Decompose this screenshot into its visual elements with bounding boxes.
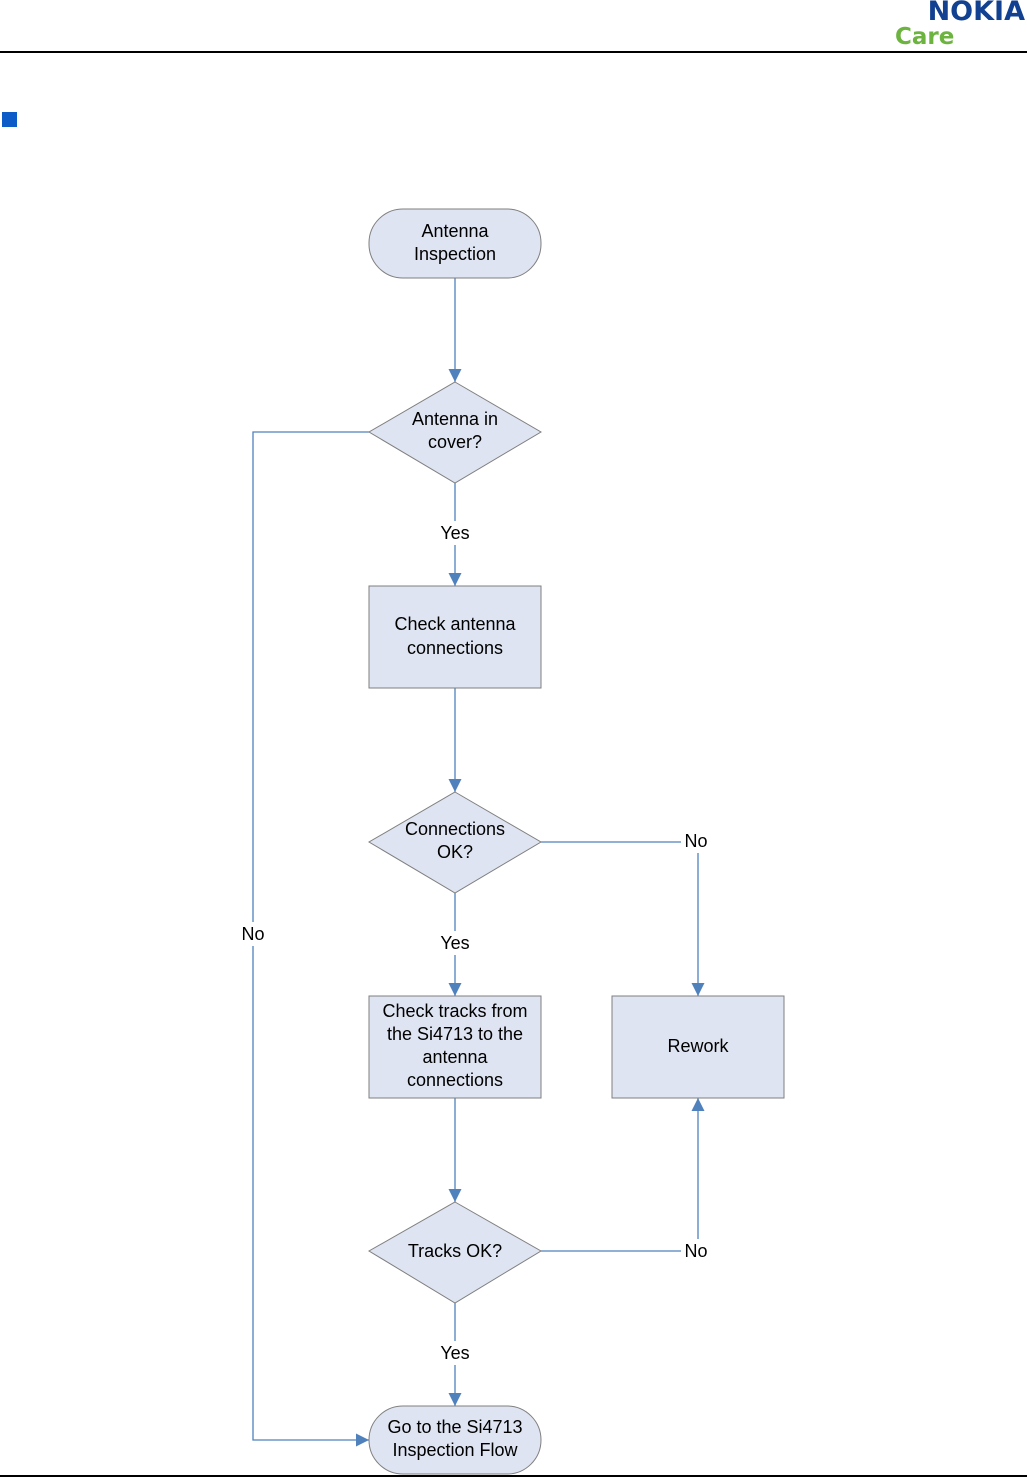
end-label-line: Inspection Flow <box>392 1440 518 1460</box>
rework-label: Rework <box>667 1036 729 1056</box>
edge-label-yes: Yes <box>440 933 469 953</box>
connections-ok-decision <box>368 791 542 894</box>
check-connections-label-line: Check antenna <box>394 614 516 634</box>
antenna-in-cover-decision <box>368 381 542 484</box>
logo-brand: NOKIA <box>927 0 1025 27</box>
start-label-line: Antenna <box>421 221 489 241</box>
edge-label-yes: Yes <box>440 1343 469 1363</box>
check-connections-process <box>368 585 542 689</box>
nokia-care-logo: NOKIA Care <box>895 0 1025 50</box>
antenna-in-cover-label-line: cover? <box>428 432 482 452</box>
check-tracks-label-line: the Si4713 to the <box>387 1024 523 1044</box>
edge-q-connections-to-rework <box>541 841 705 996</box>
check-tracks-label-line: connections <box>407 1070 503 1090</box>
edge-label-no: No <box>684 831 707 851</box>
edge-label-yes: Yes <box>440 523 469 543</box>
rework-process <box>611 995 785 1099</box>
check-tracks-process <box>368 995 542 1099</box>
check-tracks-label-line: Check tracks from <box>382 1001 527 1021</box>
logo-sub: Care <box>895 24 955 50</box>
edge-q-cover-to-end <box>252 431 369 1447</box>
check-tracks-label-line: antenna <box>422 1047 488 1067</box>
antenna-in-cover-label-line: Antenna in <box>412 409 498 429</box>
end-label-line: Go to the Si4713 <box>387 1417 522 1437</box>
end-terminator <box>368 1405 542 1475</box>
edge-label-no: No <box>684 1241 707 1261</box>
check-connections-label-line: connections <box>407 638 503 658</box>
section-bullet-icon <box>2 112 17 127</box>
connections-ok-label-line: Connections <box>405 819 505 839</box>
start-label-line: Inspection <box>414 244 496 264</box>
edge-label-no: No <box>241 924 264 944</box>
footer-rule <box>0 1475 1027 1477</box>
edge-q-tracks-to-rework <box>541 1098 705 1252</box>
tracks-ok-decision <box>368 1201 542 1304</box>
start-terminator <box>368 208 542 279</box>
header-rule <box>0 51 1027 53</box>
tracks-ok-label: Tracks OK? <box>408 1241 502 1261</box>
connections-ok-label-line: OK? <box>437 842 473 862</box>
